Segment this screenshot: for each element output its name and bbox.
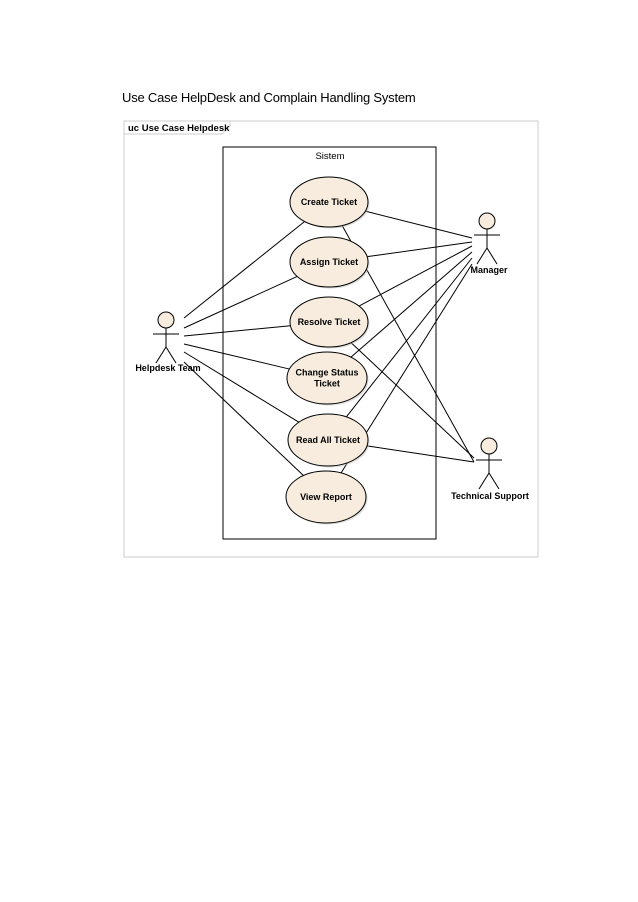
use-case-label: Ticket (314, 379, 340, 389)
actor-left-leg (478, 472, 490, 490)
association-helpdesk-create (183, 221, 305, 319)
actor-right-leg (488, 472, 500, 490)
actor-right-leg (486, 247, 498, 265)
use-case-report: View Report (285, 470, 368, 525)
stick-figure-icon (474, 212, 500, 265)
system-boundary (222, 146, 437, 540)
actor-manager: Manager (470, 212, 508, 275)
actor-label: Technical Support (451, 491, 529, 501)
use-case-label: Read All Ticket (296, 435, 360, 445)
use-case-assign: Assign Ticket (289, 236, 370, 289)
stick-figure-icon (153, 311, 179, 364)
use-case-ellipse (289, 296, 369, 348)
actor-helpdesk: Helpdesk Team (135, 311, 201, 373)
association-helpdesk-read (183, 351, 300, 423)
association-helpdesk-resolve (183, 325, 291, 337)
stick-figure-icon (476, 437, 502, 490)
use-case-ellipse (285, 470, 367, 524)
actor-head (478, 212, 496, 230)
association-helpdesk-report (183, 361, 304, 476)
association-manager-create (365, 210, 473, 239)
use-case-label: View Report (300, 492, 352, 502)
actor-support: Technical Support (451, 437, 529, 501)
actor-head (480, 437, 498, 455)
use-case-ellipse (289, 176, 369, 228)
actor-head (157, 311, 175, 329)
use-case-label: Assign Ticket (300, 257, 358, 267)
use-case-ellipse (289, 236, 369, 288)
actor-right-leg (165, 346, 177, 364)
use-case-ellipse (287, 413, 369, 467)
association-manager-resolve (358, 245, 473, 307)
actor-left-leg (155, 346, 167, 364)
frame-label: uc Use Case Helpdesk (128, 123, 230, 134)
association-support-resolve (350, 342, 475, 459)
association-manager-assign (367, 241, 473, 258)
association-manager-read (345, 257, 473, 418)
use-case-label: Resolve Ticket (298, 317, 361, 327)
use-case-create: Create Ticket (289, 176, 370, 229)
actor-left-leg (476, 247, 488, 265)
association-helpdesk-assign (183, 276, 298, 329)
system-label: Sistem (315, 151, 344, 162)
diagram-frame (123, 120, 539, 558)
use-case-read: Read All Ticket (287, 413, 370, 468)
use-case-label: Create Ticket (301, 197, 357, 207)
actor-label: Helpdesk Team (135, 363, 200, 373)
association-helpdesk-change (183, 343, 290, 370)
association-support-read (366, 445, 475, 463)
document-title: Use Case HelpDesk and Complain Handling … (122, 90, 416, 105)
frame-label-tab (124, 121, 231, 135)
use-case-ellipse (286, 351, 368, 405)
actor-label: Manager (470, 265, 508, 275)
use-case-label: Change Status (295, 368, 358, 378)
use-case-resolve: Resolve Ticket (289, 296, 370, 349)
association-manager-change (350, 251, 473, 358)
